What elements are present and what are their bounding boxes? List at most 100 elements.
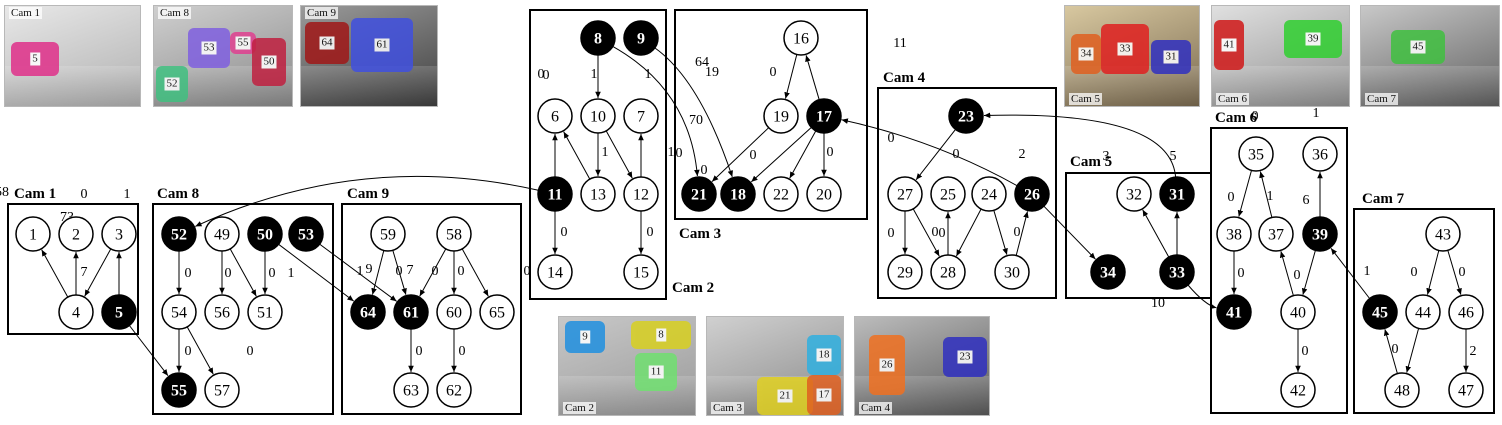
edge-weight-50-51: 0 [269,266,276,281]
edge-weight-54-57: 0 [247,344,254,359]
node-label-52: 52 [171,227,187,244]
node-6 [537,98,573,134]
node-label-58: 58 [446,227,462,244]
edge-weight-33-31: 5 [1170,149,1177,164]
edge-weight-17-16: 0 [803,0,810,2]
node-label-34: 34 [1100,265,1116,282]
node-36 [1302,136,1338,172]
edge-weight-54-55: 0 [185,344,192,359]
node-54 [161,294,197,330]
thumbnail-caption: Cam 6 [1216,93,1250,105]
node-label-43: 43 [1435,227,1451,244]
node-label-11: 11 [547,187,562,204]
node-64 [350,294,386,330]
edge-weight-30-26: 2 [1019,147,1026,162]
node-label-42: 42 [1290,383,1306,400]
node-label-31: 31 [1169,187,1185,204]
node-32 [1116,176,1152,212]
node-label-59: 59 [380,227,396,244]
node-label-63: 63 [403,383,419,400]
person-id-label: 64 [319,36,335,50]
node-26 [1014,176,1050,212]
node-38 [1216,216,1252,252]
node-2 [58,216,94,252]
node-17 [806,98,842,134]
edge-weight-17-22: 0 [750,148,757,163]
edge-weight-45-39: 6 [1303,193,1310,208]
edge-weight-24-30: 0 [1014,225,1021,240]
node-1 [15,216,51,252]
edge-31-23 [983,112,1177,178]
edge-weight-46-47: 2 [1470,344,1477,359]
node-5 [101,294,137,330]
node-label-18: 18 [730,187,746,204]
person-blob: 34 [1071,34,1101,74]
person-blob: 55 [230,32,256,54]
camera-label-cam8: Cam 8 [157,186,199,202]
thumbnail-caption: Cam 1 [9,7,43,19]
node-label-50: 50 [257,227,273,244]
edge-26-17 [841,118,1018,187]
edge-54-57 [186,326,214,375]
node-label-57: 57 [214,383,230,400]
person-blob: 31 [1151,40,1191,74]
thumbnail-caption: Cam 3 [711,402,745,414]
node-37 [1258,216,1294,252]
edge-26-34 [1043,205,1096,260]
camera-label-cam9: Cam 9 [347,186,389,202]
thumbnail-caption: Cam 8 [158,7,192,19]
node-59 [370,216,406,252]
node-label-17: 17 [816,109,832,126]
node-label-36: 36 [1312,147,1328,164]
node-11 [537,176,573,212]
edge-33-32 [1142,209,1170,258]
node-15 [623,254,659,290]
edge-weight-13-6: 0 [538,67,545,82]
node-label-51: 51 [257,305,273,322]
person-blob: 9 [565,321,605,353]
edge-weight-50-64: 7 [407,263,414,278]
edge-24-28 [955,208,982,257]
node-label-45: 45 [1372,305,1388,322]
edge-weight-19-21: 0 [676,146,683,161]
person-id-label: 53 [201,41,217,55]
person-id-label: 33 [1117,42,1133,56]
node-41 [1216,294,1252,330]
edge-10-12 [605,130,633,179]
node-8 [580,20,616,56]
node-22 [763,176,799,212]
edge-17-16 [805,55,820,100]
node-label-33: 33 [1169,265,1185,282]
node-label-56: 56 [214,305,230,322]
edge-weight-58-65: 0 [524,264,531,279]
node-label-8: 8 [594,31,602,48]
edge-weight-43-46: 0 [1459,265,1466,280]
node-label-1: 1 [29,227,37,244]
node-13 [580,176,616,212]
node-51 [247,294,283,330]
edge-40-37 [1279,251,1294,296]
edge-weight-58-60: 0 [458,264,465,279]
camera-box-cam1 [7,203,139,335]
edge-50-64 [278,243,355,302]
edge-weight-5-3: 1 [124,187,131,202]
camera-label-cam1: Cam 1 [14,186,56,202]
node-label-30: 30 [1004,265,1020,282]
node-45 [1362,294,1398,330]
edge-weight-9-18: 19 [705,65,719,80]
thumbnail-caption: Cam 2 [563,402,597,414]
edge-53-61 [319,243,397,302]
person-id-label: 50 [261,55,277,69]
edge-weight-16-19: 0 [770,65,777,80]
node-label-27: 27 [897,187,913,204]
edge-weight-27-28: 0 [939,226,946,241]
edge-weight-17-20: 0 [827,145,834,160]
edge-4-1 [41,249,69,298]
person-id-label: 26 [879,358,895,372]
edge-19-21 [711,127,770,182]
edge-59-61 [392,250,407,295]
person-blob: 39 [1284,20,1342,58]
node-label-37: 37 [1268,227,1284,244]
node-label-62: 62 [446,383,462,400]
